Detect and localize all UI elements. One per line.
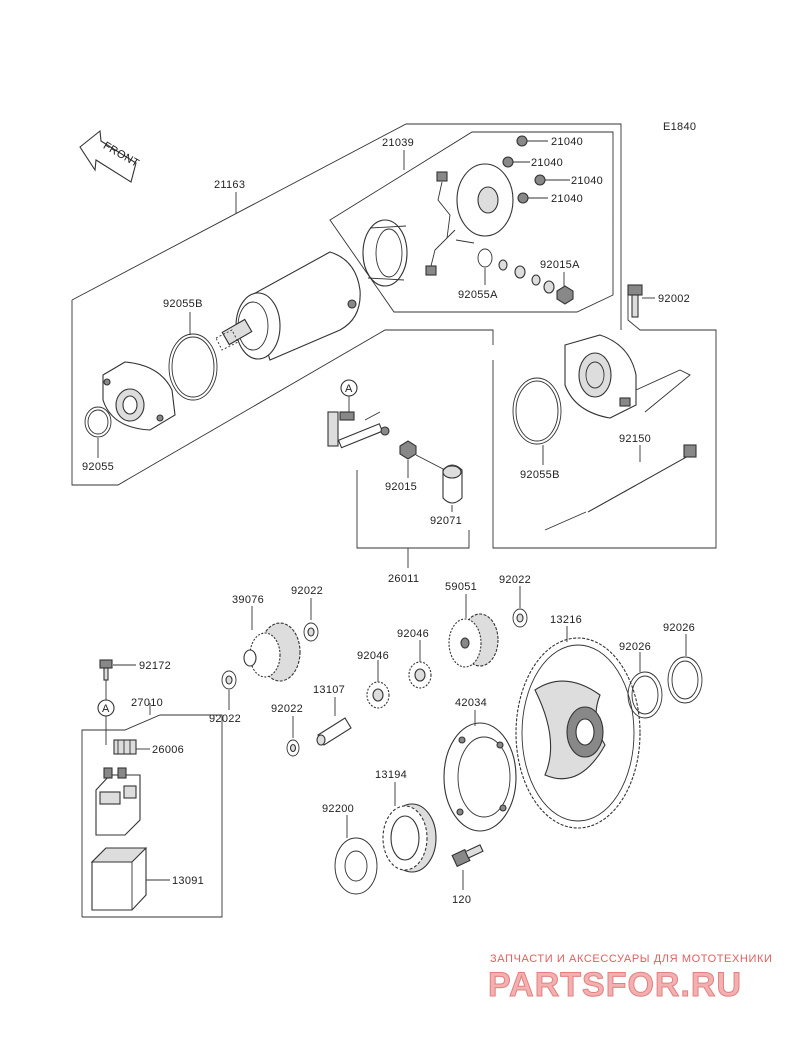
label-92026: 92026	[663, 622, 695, 634]
screw-21040	[502, 135, 570, 204]
washer-92026	[667, 656, 703, 704]
long-bolt-92150	[544, 444, 697, 531]
label-92022: 92022	[209, 713, 241, 725]
label-26011: 26011	[388, 573, 419, 585]
front-cover-part	[102, 361, 176, 431]
terminal-cap-92071	[442, 464, 463, 504]
washer-92022	[512, 608, 528, 628]
assembly-frame-rear	[492, 295, 717, 549]
label-27010: 27010	[131, 697, 163, 709]
label-92046: 92046	[357, 650, 389, 662]
relay-cover-13091	[90, 847, 148, 911]
bolt-92002	[627, 284, 643, 318]
starter-clutch-gear-13216	[515, 637, 641, 829]
label-13107: 13107	[313, 684, 345, 696]
label-92150: 92150	[619, 433, 651, 445]
washer-92022	[286, 739, 300, 757]
one-way-clutch-13194	[382, 803, 437, 873]
screw-92172	[99, 659, 113, 681]
watermark-tagline: ЗАПЧАСТИ И АКСЕССУАРЫ ДЛЯ МОТОТЕХНИКИ	[490, 953, 772, 965]
washer-92022	[221, 670, 237, 690]
marker-a-letter: A	[345, 383, 353, 395]
bearing-92046	[408, 661, 432, 689]
gear-39076	[243, 622, 301, 682]
washer-92022	[303, 622, 319, 642]
label-92046: 92046	[397, 628, 429, 640]
assembly-frame-27010	[81, 714, 223, 918]
label-13091: 13091	[172, 875, 204, 887]
label-92022: 92022	[271, 703, 303, 715]
assembly-frame-21163	[71, 123, 622, 330]
fuse-26006	[113, 739, 137, 755]
brush-plate-part	[425, 163, 514, 276]
label-92026: 92026	[619, 641, 651, 653]
label-92002: 92002	[658, 293, 690, 305]
label-13194: 13194	[375, 769, 407, 781]
washer-92026	[627, 671, 663, 719]
o-ring-92055B	[168, 333, 218, 401]
label-21039: 21039	[382, 137, 414, 149]
starter-relay-part	[95, 767, 141, 836]
label-92172: 92172	[139, 660, 171, 672]
washer-stack	[498, 259, 555, 294]
diagram-code: E1840	[663, 121, 696, 133]
marker-a-letter: A	[102, 703, 110, 715]
label-92200: 92200	[322, 803, 354, 815]
watermark-brand: PARTSFOR.RU	[488, 966, 742, 1004]
label-39076: 39076	[232, 594, 264, 606]
label-13216: 13216	[550, 614, 582, 626]
bolt-120	[451, 844, 484, 868]
label-21040: 21040	[571, 175, 603, 187]
label-92022: 92022	[499, 574, 531, 586]
o-ring-92055	[84, 406, 112, 438]
label-92015A: 92015A	[540, 259, 580, 271]
starter-motor-body	[215, 251, 361, 361]
shaft-13107	[316, 717, 352, 746]
label-92015: 92015	[385, 481, 417, 493]
label-21040: 21040	[551, 136, 583, 148]
o-ring-92055B-rear	[512, 377, 562, 445]
front-arrow-icon: FRONT	[79, 129, 141, 183]
terminal-cable-part	[327, 411, 390, 449]
label-21163: 21163	[214, 179, 245, 191]
label-120: 120	[452, 894, 471, 906]
label-92055A: 92055A	[458, 289, 498, 301]
bearing-92046	[366, 681, 390, 709]
gear-59051	[448, 613, 499, 668]
label-92055B: 92055B	[520, 469, 560, 481]
label-21040: 21040	[531, 157, 563, 169]
label-42034: 42034	[455, 697, 487, 709]
label-59051: 59051	[445, 581, 477, 593]
label-21040: 21040	[551, 193, 583, 205]
label-26006: 26006	[152, 744, 184, 756]
label-92022: 92022	[291, 585, 323, 597]
label-92055: 92055	[82, 461, 114, 473]
nut-92015	[399, 440, 417, 460]
clutch-housing-42034	[443, 722, 517, 832]
o-ring-92055A	[477, 248, 493, 268]
label-92071: 92071	[430, 515, 462, 527]
rear-cover-part	[564, 334, 691, 419]
assembly-frame-21039	[329, 131, 614, 313]
label-92055B: 92055B	[163, 298, 203, 310]
washer-92200	[334, 837, 378, 895]
brush-holder-part	[362, 219, 408, 287]
bracket-26011	[356, 470, 470, 549]
nut-92015A	[556, 285, 574, 305]
